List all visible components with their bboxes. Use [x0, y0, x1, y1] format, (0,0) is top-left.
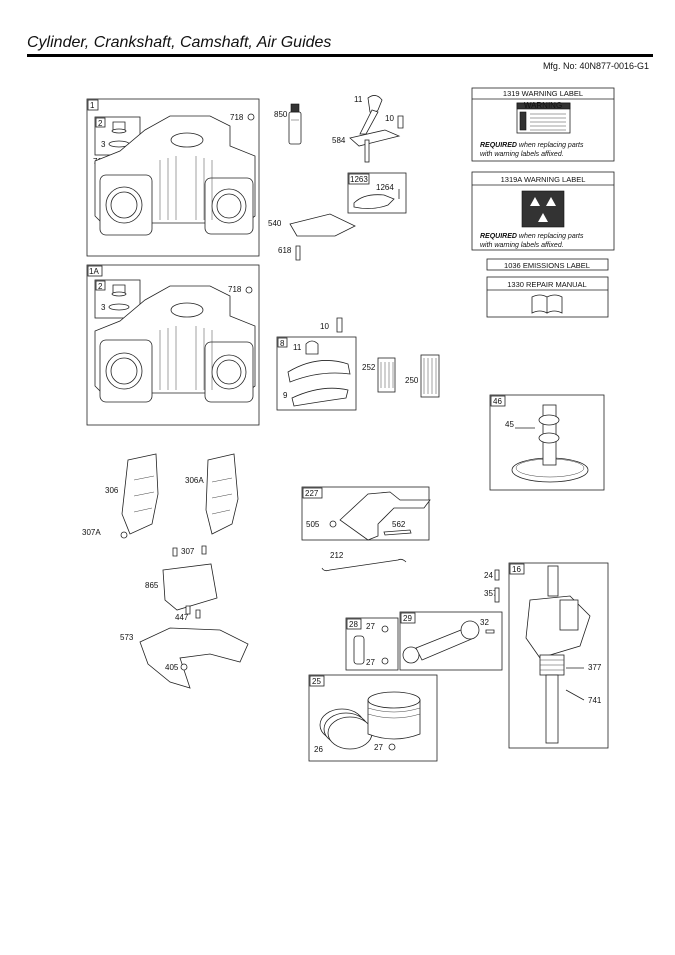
callout-27a: 27 — [366, 622, 375, 631]
callout-1263: 1263 — [350, 175, 368, 184]
label-1319A-title: 1319A WARNING LABEL — [501, 175, 586, 184]
callout-11: 11 — [354, 95, 363, 104]
callout-252: 252 — [362, 363, 376, 372]
label-1036: 1036 EMISSIONS LABEL — [504, 261, 590, 270]
key-357[interactable]: 357 — [484, 587, 500, 603]
callout-212: 212 — [330, 551, 344, 560]
callout-45: 45 — [505, 420, 514, 429]
callout-618: 618 — [278, 246, 292, 255]
label-1319A-line2: with warning labels affixed. — [480, 242, 564, 249]
callout-10b: 10 — [320, 322, 329, 331]
callout-584: 584 — [332, 136, 346, 145]
key-24[interactable]: 24 — [484, 569, 500, 581]
label-1319-title: 1319 WARNING LABEL — [503, 89, 583, 98]
camshaft-46-box[interactable]: 46 45 — [489, 394, 605, 491]
filter-250[interactable]: 250 — [405, 354, 440, 398]
cylinder-assembly-box[interactable]: 1 2 3 718 718A — [86, 98, 260, 257]
callout-29: 29 — [403, 614, 412, 623]
callout-306A: 306A — [185, 476, 204, 485]
callout-306: 306 — [105, 486, 119, 495]
breather-8-box[interactable]: 10 8 11 9 — [276, 317, 357, 411]
callout-27b: 27 — [366, 658, 375, 667]
callout-46: 46 — [493, 397, 502, 406]
callout-741: 741 — [588, 696, 602, 705]
repair-manual-1330[interactable]: 1330 REPAIR MANUAL — [486, 276, 609, 318]
callout-850: 850 — [274, 110, 288, 119]
bolt-618[interactable]: 618 — [278, 245, 301, 261]
callout-307: 307 — [181, 547, 195, 556]
warning-label-1319[interactable]: 1319 WARNING LABEL WARNING REQUIRED when… — [471, 87, 615, 162]
callout-3: 3 — [101, 140, 106, 149]
callout-307A: 307A — [82, 528, 101, 537]
gasket-540[interactable]: 540 — [268, 213, 356, 237]
callout-9: 9 — [283, 391, 288, 400]
sealant-850[interactable]: 850 — [274, 103, 302, 145]
callout-16: 16 — [512, 565, 521, 574]
callout-1A: 1A — [89, 267, 99, 276]
callout-250: 250 — [405, 376, 419, 385]
breather-assembly[interactable]: 11 10 584 — [332, 95, 404, 163]
callout-405: 405 — [165, 663, 179, 672]
emissions-label-1036[interactable]: 1036 EMISSIONS LABEL — [486, 258, 609, 271]
label-1319-required: REQUIRED when replacing parts — [480, 142, 584, 149]
callout-2b: 2 — [98, 282, 103, 291]
callout-540: 540 — [268, 219, 282, 228]
label-1319A-required: REQUIRED when replacing parts — [480, 233, 584, 240]
callout-24: 24 — [484, 571, 493, 580]
piston-25-box[interactable]: 25 26 27 — [308, 674, 438, 762]
air-guide-306A[interactable]: 306A — [185, 453, 239, 535]
callout-2: 2 — [98, 119, 103, 128]
callout-718: 718 — [230, 113, 244, 122]
piston-pin-28-box[interactable]: 28 27 27 — [345, 617, 399, 671]
filter-252[interactable]: 252 — [362, 357, 396, 393]
warning-word: WARNING — [524, 101, 562, 110]
callout-28: 28 — [349, 620, 358, 629]
callout-1264: 1264 — [376, 183, 394, 192]
shroud-573[interactable]: 573 405 — [120, 627, 249, 689]
callout-447: 447 — [175, 613, 189, 622]
callout-10: 10 — [385, 114, 394, 123]
callout-1: 1 — [90, 101, 95, 110]
link-212[interactable]: 212 — [321, 551, 407, 572]
callout-865: 865 — [145, 581, 159, 590]
gasket-1263-box[interactable]: 1263 1264 — [347, 172, 407, 214]
warning-label-1319A[interactable]: 1319A WARNING LABEL REQUIRED when replac… — [471, 171, 615, 251]
label-1330: 1330 REPAIR MANUAL — [507, 280, 586, 289]
callout-357: 357 — [484, 589, 498, 598]
connecting-rod-29-box[interactable]: 29 32 — [399, 611, 503, 671]
page-title: Cylinder, Crankshaft, Camshaft, Air Guid… — [27, 34, 332, 51]
air-guide-306[interactable]: 306 307A — [82, 453, 159, 539]
cylinder-assembly-1a-box[interactable]: 1A 2 3 718 — [86, 264, 260, 426]
label-1319-line2: with warning labels affixed. — [480, 151, 564, 158]
callout-8: 8 — [280, 339, 285, 348]
screws-307[interactable]: 307 — [172, 545, 207, 557]
callout-573: 573 — [120, 633, 134, 642]
baffle-865[interactable]: 865 447 — [145, 563, 218, 622]
callout-718b: 718 — [228, 285, 242, 294]
callout-227: 227 — [305, 489, 319, 498]
bracket-227-box[interactable]: 227 505 562 — [301, 486, 431, 541]
callout-377: 377 — [588, 663, 602, 672]
callout-32: 32 — [480, 618, 489, 627]
callout-505: 505 — [306, 520, 320, 529]
title-rule — [27, 54, 653, 57]
mfg-number: Mfg. No: 40N877-0016-G1 — [542, 61, 649, 71]
callout-25: 25 — [312, 677, 321, 686]
callout-11b: 11 — [293, 343, 302, 352]
callout-562: 562 — [392, 520, 406, 529]
callout-26: 26 — [314, 745, 323, 754]
callout-3b: 3 — [101, 303, 106, 312]
callout-27c: 27 — [374, 743, 383, 752]
crankshaft-16-box[interactable]: 16 377 741 — [508, 562, 609, 749]
